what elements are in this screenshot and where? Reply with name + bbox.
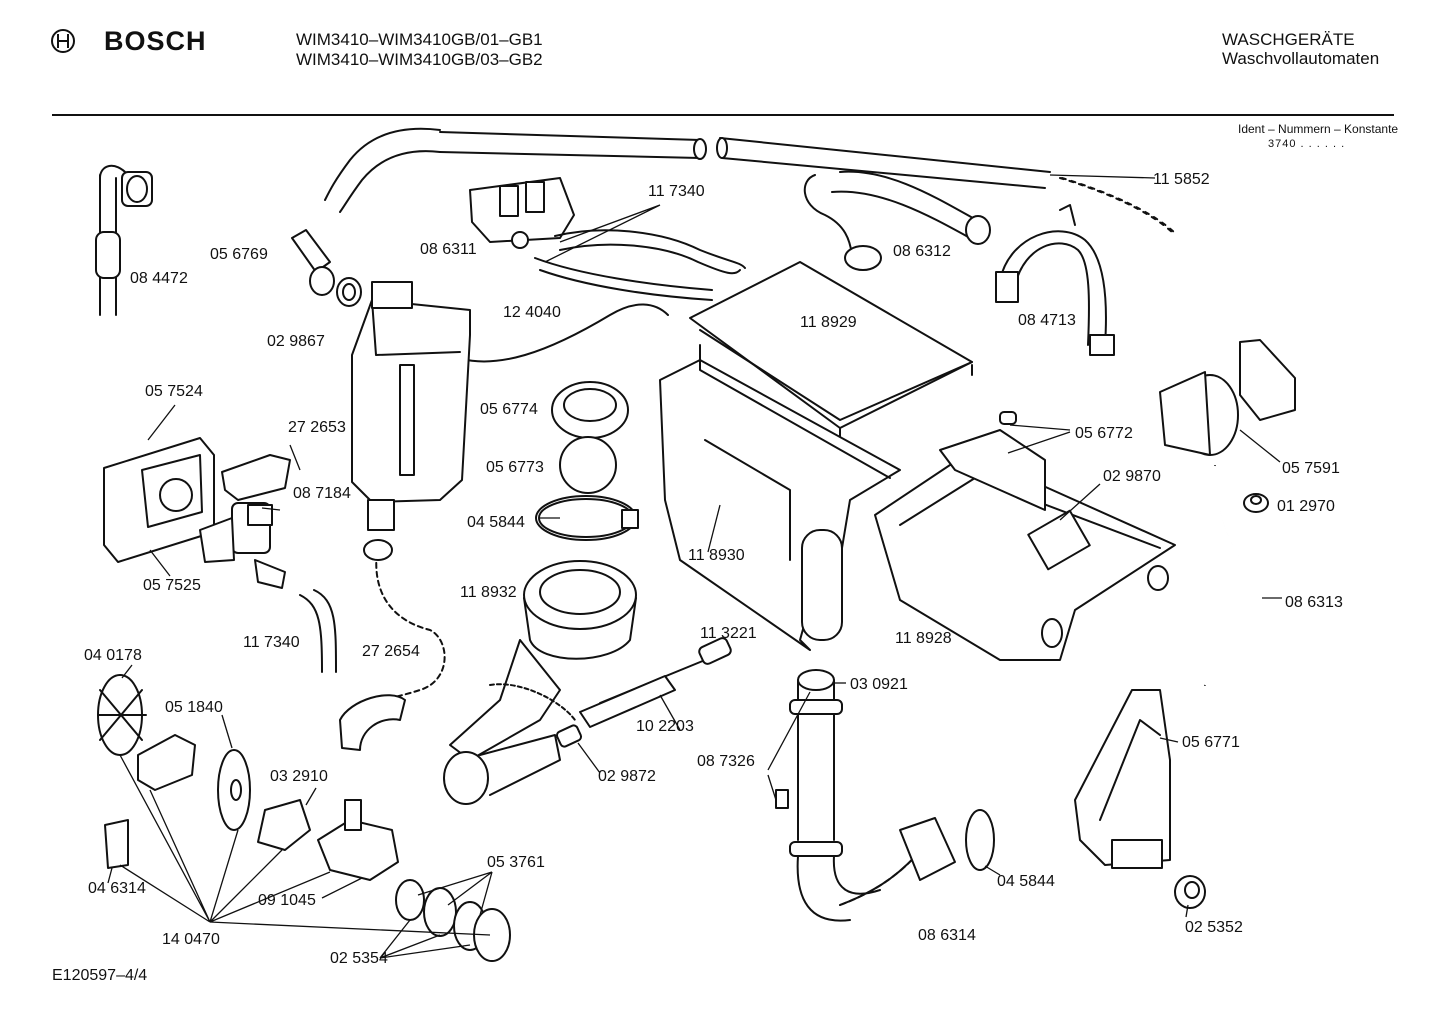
drum-hose-shape bbox=[324, 127, 1051, 213]
seal-ball-ring-stack bbox=[535, 381, 639, 541]
detergent-drawer bbox=[874, 411, 1176, 661]
ident-label: Ident – Nummern – Konstante bbox=[1238, 122, 1399, 136]
part-label-091045: 09 1045 bbox=[258, 892, 316, 909]
part-label-053761: 05 3761 bbox=[487, 854, 545, 871]
corrugated-hose-272654 bbox=[339, 539, 446, 751]
part-label-118930: 11 8930 bbox=[688, 547, 745, 564]
category-line-2: Waschvollautomaten bbox=[1222, 49, 1380, 68]
part-label-056772: 05 6772 bbox=[1075, 425, 1133, 442]
part-label-118929: 11 8929 bbox=[800, 314, 857, 331]
bracket-08-4713 bbox=[995, 204, 1115, 356]
ident-constant: 3740 . . . . . . bbox=[1268, 138, 1346, 150]
inlet-hoses-top bbox=[534, 229, 746, 301]
part-label-045844: 04 5844 bbox=[997, 873, 1055, 890]
drawing-code: E120597–4/4 bbox=[52, 967, 148, 984]
hose-08-6312 bbox=[803, 170, 991, 271]
part-label-046314: 04 6314 bbox=[88, 880, 146, 897]
part-label-118928: 11 8928 bbox=[895, 630, 952, 647]
part-label-029867: 02 9867 bbox=[267, 333, 325, 350]
part-label-057591: 05 7591 bbox=[1282, 460, 1340, 477]
rotary-switch bbox=[1159, 339, 1296, 456]
part-label-118932: 11 8932 bbox=[460, 584, 517, 601]
part-label-084472: 08 4472 bbox=[130, 270, 188, 287]
part-label-140470: 14 0470 bbox=[162, 931, 220, 948]
bosch-armature-icon bbox=[51, 29, 75, 53]
dispenser-tray bbox=[659, 359, 901, 651]
corrugated-hose-right bbox=[1059, 177, 1178, 236]
part-labels: 08 4472 05 6769 02 9867 08 6311 11 7340 12 40… bbox=[84, 171, 1343, 967]
mounting-plate bbox=[103, 437, 215, 563]
model-line-1: WIM3410–WIM3410GB/01–GB1 bbox=[296, 30, 543, 49]
part-label-029870: 02 9870 bbox=[1103, 468, 1161, 485]
category-line-1: WASCHGERÄTE bbox=[1222, 30, 1355, 49]
part-label-030921: 03 0921 bbox=[850, 676, 908, 693]
part-label-032910: 03 2910 bbox=[270, 768, 328, 785]
sump-housing bbox=[443, 560, 637, 805]
plug-025352 bbox=[1174, 875, 1206, 909]
part-label-025354: 02 5354 bbox=[330, 950, 388, 967]
brand-logo-text: BOSCH bbox=[104, 26, 207, 56]
part-label-115852: 11 5852 bbox=[1153, 171, 1210, 188]
part-label-113221: 11 3221 bbox=[700, 625, 757, 642]
part-label-086312: 08 6312 bbox=[893, 243, 951, 260]
part-label-086311: 08 6311 bbox=[420, 241, 477, 258]
inlet-valve-left bbox=[199, 454, 291, 589]
part-label-025352: 02 5352 bbox=[1185, 919, 1243, 936]
inlet-pipe-shape bbox=[95, 164, 153, 316]
part-label-056771: 05 6771 bbox=[1182, 734, 1240, 751]
drain-pipe-vertical bbox=[775, 669, 881, 922]
part-label-051840: 05 1840 bbox=[165, 699, 223, 716]
header-divider bbox=[52, 114, 1394, 116]
solenoid-valve-top bbox=[469, 177, 575, 249]
part-label-086313: 08 6313 bbox=[1285, 594, 1343, 611]
small-grommet bbox=[1243, 493, 1269, 513]
part-label-056773: 05 6773 bbox=[486, 459, 544, 476]
fan-wheel bbox=[97, 674, 147, 756]
part-label-045844: 04 5844 bbox=[467, 514, 525, 531]
thin-hose bbox=[439, 303, 669, 363]
detergent-dispenser-housing bbox=[351, 281, 471, 531]
part-label-124040: 12 4040 bbox=[503, 304, 561, 321]
part-label-040178: 04 0178 bbox=[84, 647, 142, 664]
leader-lines bbox=[107, 174, 1282, 959]
part-label-102203: 10 2203 bbox=[636, 718, 694, 735]
part-label-117340: 11 7340 bbox=[648, 183, 705, 200]
part-label-087326: 08 7326 bbox=[697, 753, 755, 770]
part-label-029872: 02 9872 bbox=[598, 768, 656, 785]
part-label-272653: 27 2653 bbox=[288, 419, 346, 436]
rod-and-tube bbox=[555, 637, 732, 748]
drawer-lid bbox=[689, 261, 973, 441]
drain-pump-assembly bbox=[104, 734, 511, 962]
part-label-057525: 05 7525 bbox=[143, 577, 201, 594]
part-label-086314: 08 6314 bbox=[918, 927, 976, 944]
part-label-087184: 08 7184 bbox=[293, 485, 351, 502]
part-label-056769: 05 6769 bbox=[210, 246, 268, 263]
elbow-and-seals bbox=[291, 229, 362, 307]
bracket-056771 bbox=[1074, 689, 1171, 869]
part-label-012970: 01 2970 bbox=[1277, 498, 1335, 515]
part-label-117340: 11 7340 bbox=[243, 634, 300, 651]
short-hose-117340 bbox=[299, 589, 337, 673]
model-line-2: WIM3410–WIM3410GB/03–GB2 bbox=[296, 50, 543, 69]
part-label-057524: 05 7524 bbox=[145, 383, 203, 400]
part-label-056774: 05 6774 bbox=[480, 401, 538, 418]
part-label-272654: 27 2654 bbox=[362, 643, 420, 660]
part-label-084713: 08 4713 bbox=[1018, 312, 1076, 329]
corrugated-elbow-086314 bbox=[839, 809, 995, 906]
